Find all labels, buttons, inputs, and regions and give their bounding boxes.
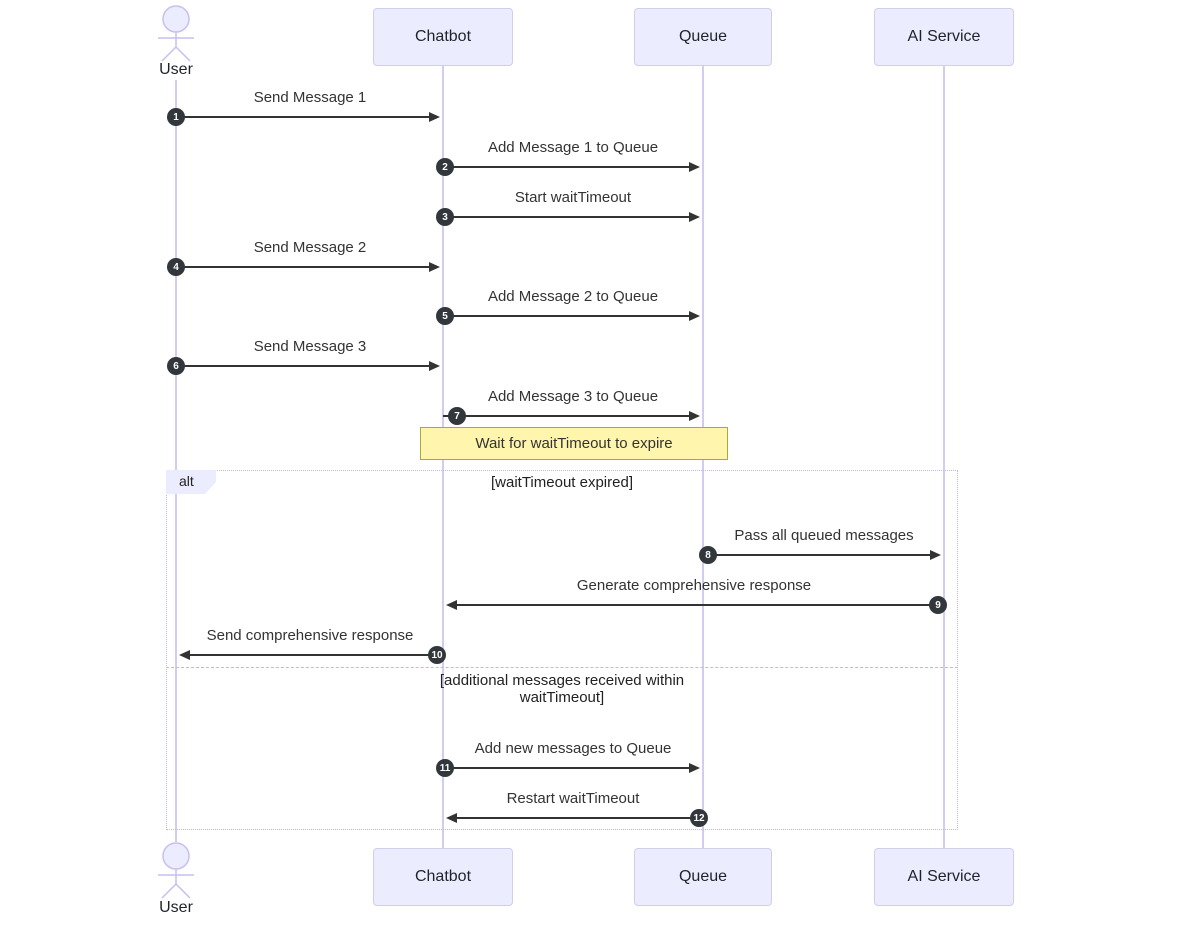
message-arrow bbox=[176, 365, 431, 367]
sequence-number: 7 bbox=[448, 407, 466, 425]
sequence-number: 8 bbox=[699, 546, 717, 564]
actor-box-ai-service-top: AI Service bbox=[874, 8, 1014, 66]
actor-box-queue-top: Queue bbox=[634, 8, 772, 66]
message-arrow bbox=[189, 654, 443, 656]
actor-box-chatbot-top: Chatbot bbox=[373, 8, 513, 66]
message-label: Send comprehensive response bbox=[206, 627, 414, 644]
actor-box-label: AI Service bbox=[907, 28, 981, 45]
message-label: Add Message 3 to Queue bbox=[487, 388, 659, 405]
arrowhead-icon bbox=[689, 411, 700, 421]
arrowhead-icon bbox=[179, 650, 190, 660]
arrowhead-icon bbox=[689, 763, 700, 773]
message-arrow bbox=[456, 817, 704, 819]
message-label: Send Message 1 bbox=[253, 89, 367, 106]
message-arrow bbox=[443, 216, 691, 218]
arrowhead-icon bbox=[689, 212, 700, 222]
sequence-number: 9 bbox=[929, 596, 947, 614]
note-label: Wait for waitTimeout to expire bbox=[475, 435, 673, 452]
actor-box-ai-service-bottom: AI Service bbox=[874, 848, 1014, 906]
arrowhead-icon bbox=[429, 262, 440, 272]
message-label: Generate comprehensive response bbox=[576, 577, 812, 594]
alt-condition-1: [waitTimeout expired] bbox=[490, 474, 633, 491]
arrowhead-icon bbox=[429, 361, 440, 371]
message-label: Pass all queued messages bbox=[734, 527, 914, 544]
message-label: Restart waitTimeout bbox=[506, 790, 640, 807]
actor-box-label: AI Service bbox=[907, 868, 981, 885]
sequence-number: 3 bbox=[436, 208, 454, 226]
sequence-number: 5 bbox=[436, 307, 454, 325]
message-label: Send Message 2 bbox=[253, 239, 367, 256]
actor-box-label: Queue bbox=[678, 868, 728, 885]
arrowhead-icon bbox=[446, 813, 457, 823]
arrowhead-icon bbox=[429, 112, 440, 122]
alt-frame-label: alt bbox=[166, 470, 216, 494]
arrowhead-icon bbox=[930, 550, 941, 560]
actor-box-label: Chatbot bbox=[414, 28, 472, 45]
message-arrow bbox=[703, 554, 932, 556]
message-arrow bbox=[176, 266, 431, 268]
user-actor-icon bbox=[158, 5, 194, 62]
lifeline-user bbox=[175, 80, 177, 842]
sequence-number: 1 bbox=[167, 108, 185, 126]
message-label: Start waitTimeout bbox=[514, 189, 632, 206]
message-label: Add new messages to Queue bbox=[474, 740, 672, 757]
actor-label-user-bottom: User bbox=[159, 899, 193, 916]
note: Wait for waitTimeout to expire bbox=[420, 427, 728, 460]
actor-box-label: Chatbot bbox=[414, 868, 472, 885]
sequence-number: 2 bbox=[436, 158, 454, 176]
message-label: Add Message 2 to Queue bbox=[487, 288, 659, 305]
actor-box-chatbot-bottom: Chatbot bbox=[373, 848, 513, 906]
message-arrow bbox=[443, 166, 691, 168]
sequence-number: 12 bbox=[690, 809, 708, 827]
sequence-number: 6 bbox=[167, 357, 185, 375]
message-label: Send Message 3 bbox=[253, 338, 367, 355]
alt-section-divider bbox=[166, 667, 958, 668]
message-arrow bbox=[443, 415, 691, 417]
actor-label-user-top: User bbox=[159, 61, 193, 78]
alt-frame bbox=[166, 470, 958, 830]
message-arrow bbox=[456, 604, 944, 606]
message-arrow bbox=[176, 116, 431, 118]
alt-condition-2: [additional messages received within wai… bbox=[439, 672, 685, 706]
message-arrow bbox=[443, 767, 691, 769]
arrowhead-icon bbox=[446, 600, 457, 610]
actor-box-queue-bottom: Queue bbox=[634, 848, 772, 906]
actor-box-label: Queue bbox=[678, 28, 728, 45]
sequence-number: 10 bbox=[428, 646, 446, 664]
sequence-number: 4 bbox=[167, 258, 185, 276]
lifeline-ai-service bbox=[943, 66, 945, 848]
sequence-number: 11 bbox=[436, 759, 454, 777]
user-actor-icon bbox=[158, 842, 194, 899]
arrowhead-icon bbox=[689, 311, 700, 321]
arrowhead-icon bbox=[689, 162, 700, 172]
message-label: Add Message 1 to Queue bbox=[487, 139, 659, 156]
message-arrow bbox=[443, 315, 691, 317]
